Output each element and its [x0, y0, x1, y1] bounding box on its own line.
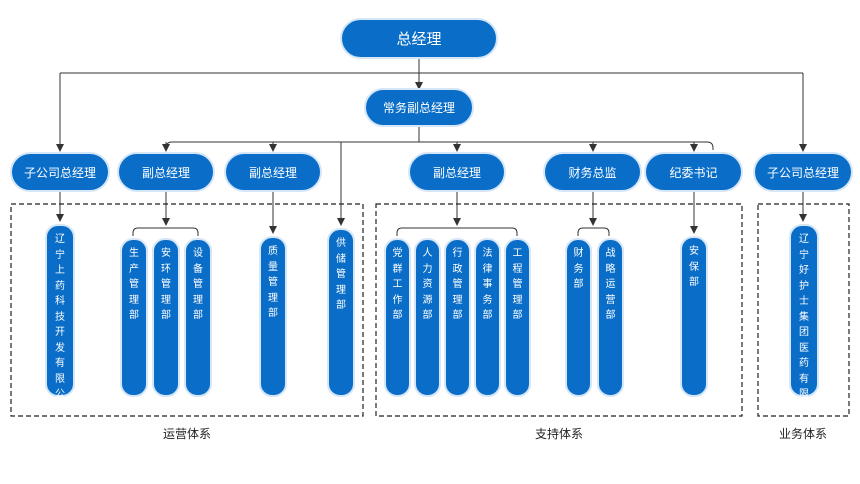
- business-system-label: 业务体系: [778, 427, 828, 441]
- dept-legal[interactable]: 法律事务部: [474, 238, 501, 397]
- operations-system-box: [10, 203, 364, 417]
- support-system-box: [375, 203, 743, 417]
- business-system-box: [757, 203, 850, 417]
- deputy-gm-3-node[interactable]: 副总经理: [408, 152, 506, 192]
- dept-quality[interactable]: 质量管理部: [259, 236, 287, 397]
- dept-production[interactable]: 生产管理部: [120, 238, 148, 397]
- dept-strategy[interactable]: 战略运营部: [597, 238, 624, 397]
- general-manager-node[interactable]: 总经理: [340, 18, 498, 59]
- dept-party-work[interactable]: 党群工作部: [384, 238, 411, 397]
- dept-supply[interactable]: 供储管理部: [327, 228, 355, 397]
- line-executive-bar: [165, 141, 714, 150]
- deputy-gm-1-node[interactable]: 副总经理: [117, 152, 215, 192]
- bracket-deputy-1: [132, 227, 199, 236]
- deputy-gm-2-node[interactable]: 副总经理: [224, 152, 322, 192]
- sub-gm-left-node[interactable]: 子公司总经理: [10, 152, 110, 192]
- finance-director-node[interactable]: 财务总监: [543, 152, 642, 192]
- dept-admin[interactable]: 行政管理部: [444, 238, 471, 397]
- dept-engineering[interactable]: 工程管理部: [504, 238, 531, 397]
- dept-liaoning-pharma-tech[interactable]: 辽宁上药科技开发有限公司: [45, 224, 75, 416]
- support-system-label: 支持体系: [534, 427, 584, 441]
- bracket-deputy-3: [396, 227, 518, 236]
- dept-safety-env[interactable]: 安环管理部: [152, 238, 180, 397]
- dept-finance[interactable]: 财务部: [565, 238, 592, 397]
- dept-equipment[interactable]: 设备管理部: [184, 238, 212, 397]
- sub-gm-right-node[interactable]: 子公司总经理: [753, 152, 853, 192]
- dept-hr[interactable]: 人力资源部: [414, 238, 441, 397]
- operations-system-label: 运营体系: [162, 427, 212, 441]
- bracket-finance: [577, 227, 610, 236]
- dept-security[interactable]: 安保部: [680, 236, 708, 397]
- discipline-secretary-node[interactable]: 纪委书记: [644, 152, 743, 192]
- dept-liaoning-nursing[interactable]: 辽宁好护士集团医药有限公司: [789, 224, 819, 431]
- executive-deputy-node[interactable]: 常务副总经理: [364, 88, 474, 127]
